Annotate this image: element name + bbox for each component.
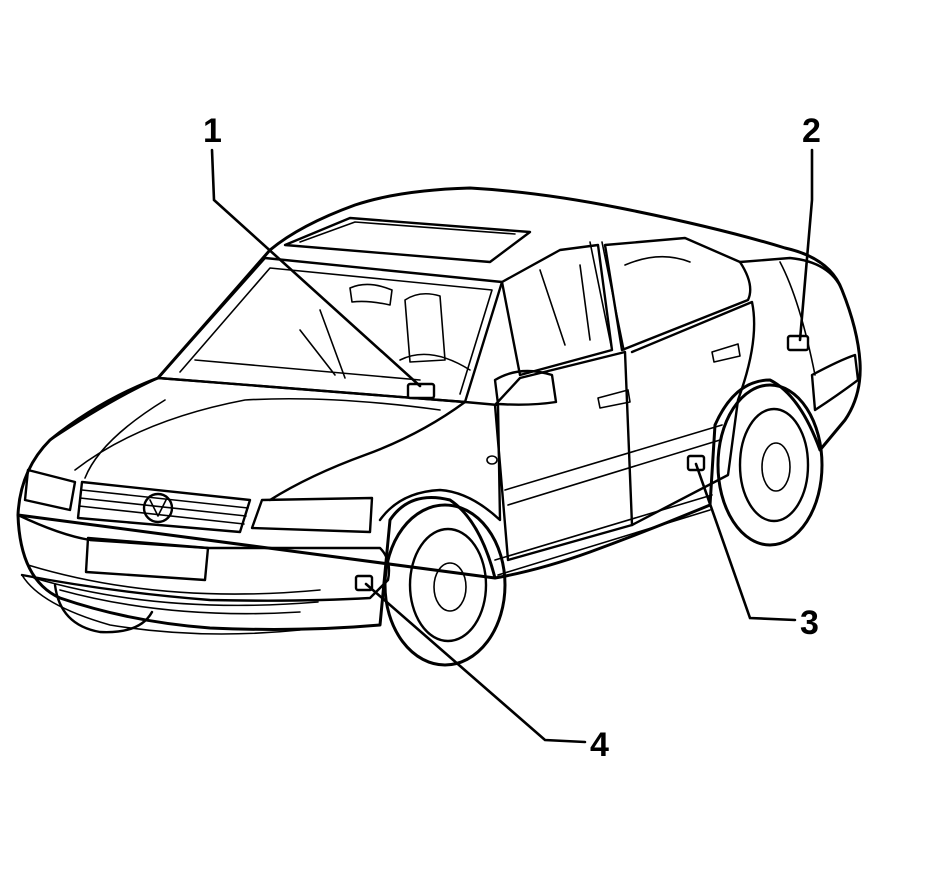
b-pillar <box>589 241 625 351</box>
left-headlight <box>23 468 77 512</box>
side-molding <box>504 424 723 506</box>
license-plate <box>84 536 210 582</box>
front-right-wheel <box>383 503 507 667</box>
front-left-wheel <box>53 583 154 634</box>
leader-lines <box>210 148 814 744</box>
steering-wheel <box>399 353 471 371</box>
rear-door-handle <box>711 343 741 363</box>
component-marker-2 <box>786 334 810 352</box>
sunroof <box>283 216 532 264</box>
leader-line-4 <box>364 582 587 744</box>
car-illustration <box>16 186 862 667</box>
windshield <box>156 256 504 404</box>
side-mirror <box>493 369 558 406</box>
component-marker-1 <box>406 382 436 400</box>
front-door <box>493 350 634 562</box>
callout-4: 4 <box>590 726 609 764</box>
rear-door <box>630 300 756 527</box>
callout-2: 2 <box>802 112 821 150</box>
callout-3: 3 <box>800 604 819 642</box>
front-fender <box>378 400 502 522</box>
brand-emblem <box>142 492 174 524</box>
side-indicator <box>486 455 498 465</box>
leader-line-2 <box>798 148 814 342</box>
front-side-window <box>500 243 614 377</box>
front-bumper <box>16 513 391 602</box>
lower-grille <box>27 564 321 615</box>
side-sill <box>494 494 713 576</box>
hood <box>48 376 467 502</box>
leader-line-1 <box>210 148 422 388</box>
seat <box>404 292 446 363</box>
rearview-mirror <box>349 283 393 306</box>
callouts: 1 2 3 4 <box>203 112 821 764</box>
tail-light <box>810 353 860 412</box>
rear-wheel <box>716 383 824 547</box>
leader-line-3 <box>694 462 797 622</box>
front-door-handle <box>597 389 631 409</box>
right-headlight <box>250 496 374 534</box>
trunk <box>738 256 844 292</box>
callout-1: 1 <box>203 112 222 150</box>
